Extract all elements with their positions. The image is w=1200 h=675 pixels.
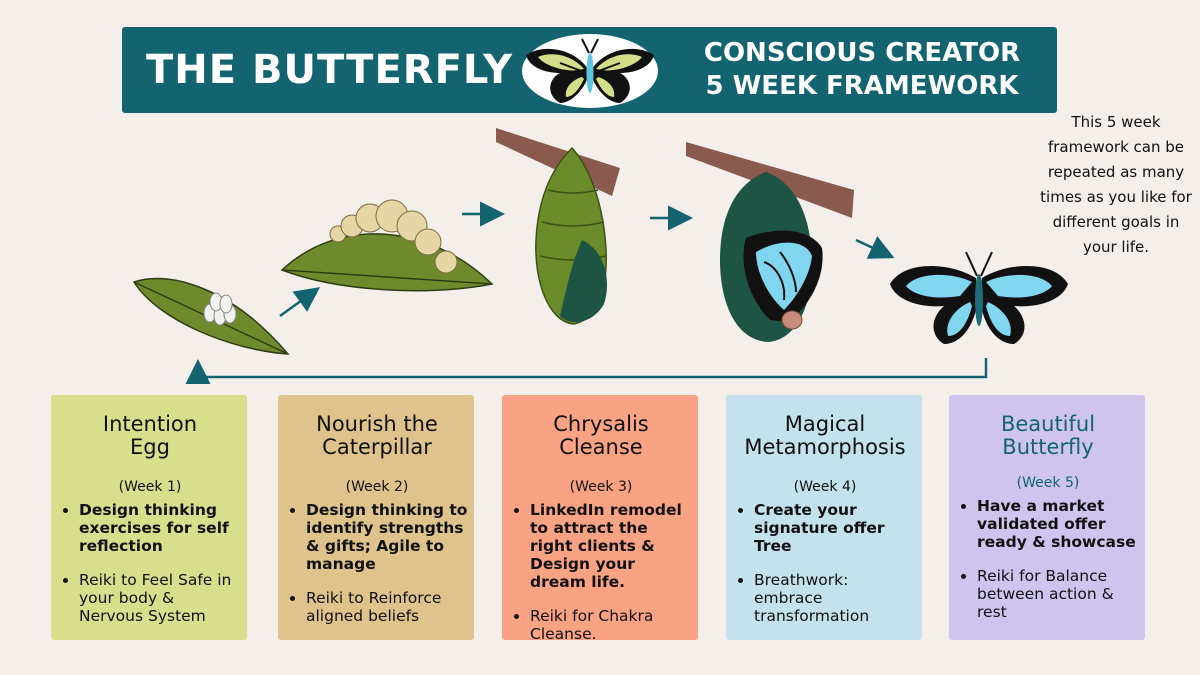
stage-title-line1: Nourish the (316, 412, 438, 436)
stage-bullet: Design thinking exercises for self refle… (79, 501, 241, 555)
side-note: This 5 week framework can be repeated as… (1040, 113, 1192, 256)
chrysalis-icon (496, 128, 620, 325)
stage-title-line1: Intention (102, 412, 198, 436)
title-banner: THE BUTTERFLY CONSCIOUS CREATOR 5 WEEK F… (122, 27, 1057, 113)
stage-bullet: LinkedIn remodel to attract the right cl… (530, 501, 692, 591)
stage-bullet: Breathwork: embrace transformation (754, 571, 916, 625)
stage-bullet: Reiki for Balance between action & rest (977, 567, 1139, 621)
emerging-butterfly-icon (686, 142, 854, 342)
stage-bullets: LinkedIn remodel to attract the right cl… (510, 501, 692, 643)
stage-title: Intention Egg (59, 413, 241, 461)
stage-title-line2: Cleanse (559, 435, 643, 459)
stage-bullets: Have a market validated offer ready & sh… (957, 497, 1139, 621)
lifecycle-illustration (132, 128, 1068, 384)
stage-bullet: Reiki to Reinforce aligned beliefs (306, 589, 468, 625)
stage-bullets: Design thinking exercises for self refle… (59, 501, 241, 625)
stage-title-line2: Caterpillar (322, 435, 432, 459)
stage-bullets: Create your signature offer Tree Breathw… (734, 501, 916, 625)
stage-title-line2: Butterfly (1002, 435, 1094, 459)
stage-week: (Week 1) (118, 479, 182, 495)
stage-title-line2: Metamorphosis (744, 435, 906, 459)
leaf-egg-icon (132, 277, 290, 355)
banner-title-right: CONSCIOUS CREATOR 5 WEEK FRAMEWORK (687, 37, 1037, 103)
stage-title: Nourish the Caterpillar (286, 413, 468, 461)
stage-card-nourish-caterpillar: Nourish the Caterpillar (Week 2) Design … (278, 395, 474, 640)
stage-card-chrysalis-cleanse: Chrysalis Cleanse (Week 3) LinkedIn remo… (502, 395, 698, 643)
stage-week: (Week 2) (345, 479, 409, 495)
stage-week: (Week 4) (793, 479, 857, 495)
stage-title-line1: Magical (784, 412, 866, 436)
stage-bullet: Create your signature offer Tree (754, 501, 916, 555)
banner-title-left: THE BUTTERFLY (146, 47, 514, 93)
flow-arrows (279, 201, 895, 318)
stage-title: Magical Metamorphosis (734, 413, 916, 461)
stage-bullet: Have a market validated offer ready & sh… (977, 497, 1139, 551)
stage-card-magical-metamorphosis: Magical Metamorphosis (Week 4) Create yo… (726, 395, 922, 640)
stage-title-line1: Chrysalis (553, 412, 649, 436)
stage-title: Beautiful Butterfly (957, 413, 1139, 461)
stage-bullet: Reiki for Chakra Cleanse. (530, 607, 692, 643)
stage-week: (Week 5) (1016, 475, 1080, 491)
stage-bullet: Reiki to Feel Safe in your body & Nervou… (79, 571, 241, 625)
banner-title-right-line2: 5 WEEK FRAMEWORK (705, 71, 1019, 101)
stage-week: (Week 3) (569, 479, 633, 495)
butterfly-icon (890, 251, 1068, 344)
stage-title: Chrysalis Cleanse (510, 413, 692, 461)
butterfly-logo-icon (522, 34, 658, 108)
repeat-loop-arrow (185, 358, 988, 384)
stage-card-beautiful-butterfly: Beautiful Butterfly (Week 5) Have a mark… (949, 395, 1145, 640)
stage-title-line2: Egg (130, 435, 170, 459)
caterpillar-leaf-icon (280, 199, 494, 292)
stage-bullet: Design thinking to identify strengths & … (306, 501, 468, 573)
banner-title-right-line1: CONSCIOUS CREATOR (703, 38, 1021, 68)
stage-bullets: Design thinking to identify strengths & … (286, 501, 468, 625)
stage-card-intention-egg: Intention Egg (Week 1) Design thinking e… (51, 395, 247, 640)
stage-title-line1: Beautiful (1000, 412, 1096, 436)
